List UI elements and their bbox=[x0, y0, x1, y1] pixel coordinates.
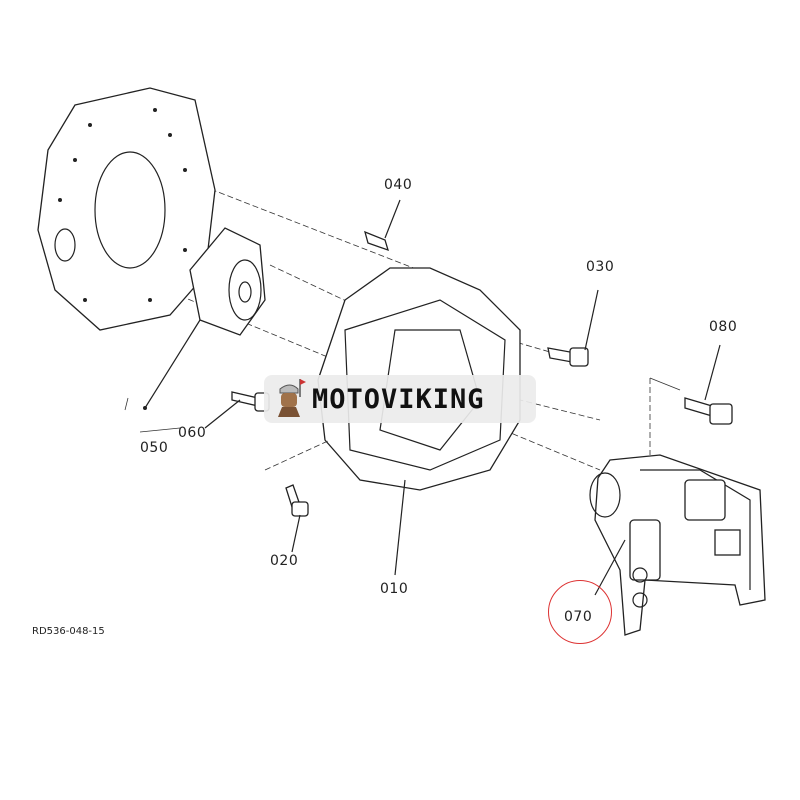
coupling bbox=[143, 227, 266, 410]
bolt-030 bbox=[547, 289, 599, 367]
leader-050b bbox=[139, 427, 181, 433]
bolt-060 bbox=[204, 391, 270, 429]
highlight-circle-070 bbox=[548, 580, 612, 644]
drawing-number: RD536-048-15 bbox=[32, 626, 105, 637]
hydraulic-pump bbox=[589, 377, 766, 636]
watermark-text: MOTOVIKING bbox=[312, 383, 485, 415]
watermark-banner: MOTOVIKING bbox=[264, 375, 536, 423]
part-label-020[interactable]: 020 bbox=[270, 553, 299, 569]
part-label-060[interactable]: 060 bbox=[178, 425, 207, 441]
viking-logo-icon bbox=[278, 379, 306, 417]
bolt-080 bbox=[684, 344, 733, 425]
engine-plate bbox=[37, 87, 216, 331]
leader-050 bbox=[124, 397, 129, 411]
part-label-040[interactable]: 040 bbox=[384, 177, 413, 193]
part-label-010[interactable]: 010 bbox=[380, 581, 409, 597]
part-label-050[interactable]: 050 bbox=[140, 440, 169, 456]
pin bbox=[364, 199, 401, 252]
part-label-080[interactable]: 080 bbox=[709, 319, 738, 335]
bolt-020 bbox=[264, 439, 331, 553]
part-label-030[interactable]: 030 bbox=[586, 259, 615, 275]
